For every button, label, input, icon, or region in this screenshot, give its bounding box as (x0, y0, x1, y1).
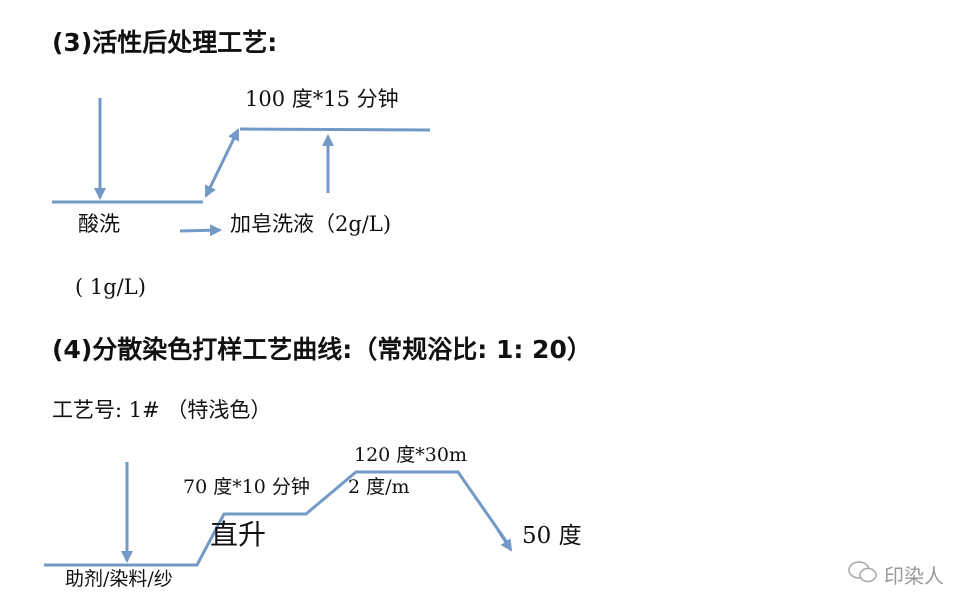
rate-label: 2 度/m (348, 476, 410, 498)
acid-dose-label: ( 1g/L) (75, 275, 146, 299)
watermark: 印染人 (848, 560, 944, 589)
soap-label: 加皂洗液（2g/L) (230, 212, 392, 236)
temperature-label: 100 度*15 分钟 (245, 87, 399, 111)
watermark-text: 印染人 (884, 564, 944, 588)
process-number: 工艺号: 1# （特浅色） (52, 398, 272, 422)
section4-heading: (4)分散染色打样工艺曲线:（常规浴比: 1: 20） (52, 335, 592, 364)
acid-wash-label: 酸洗 (78, 212, 120, 236)
additives-label: 助剂/染料/纱 (65, 568, 173, 590)
cooling-arrow (496, 529, 513, 552)
cool-label: 50 度 (522, 523, 582, 549)
section3-heading: (3)活性后处理工艺: (52, 28, 278, 57)
wechat-icon (848, 560, 878, 589)
heating-ramp (204, 128, 240, 198)
hold-line (239, 127, 431, 132)
hold2-label: 120 度*30m (354, 444, 467, 466)
dyeing-curve (44, 470, 510, 567)
next-step-arrow (179, 224, 222, 237)
hold1-label: 70 度*10 分钟 (183, 476, 310, 498)
direct-rise-label: 直升 (210, 518, 267, 551)
